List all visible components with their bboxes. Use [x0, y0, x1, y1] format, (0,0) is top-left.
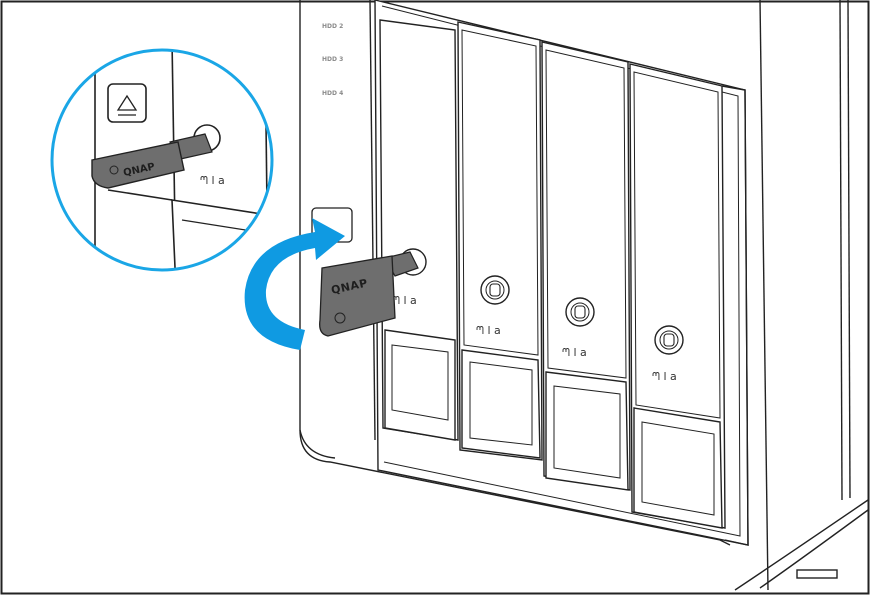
tray-2-lock[interactable]: ᘉ l a: [476, 275, 510, 337]
curved-arrow-icon: [244, 218, 345, 350]
tray-1-lock-symbols: ᘉ l a: [392, 294, 417, 307]
bay-frame-edge: [721, 85, 749, 546]
callout-key: [91, 141, 185, 189]
drive-tray-2[interactable]: [457, 21, 543, 461]
tray-3-lock-symbols: ᘉ l a: [562, 346, 587, 359]
eject-icon: [116, 94, 138, 111]
drive-tray-3[interactable]: [541, 41, 631, 491]
callout-lock-symbols: ᘉ l a: [200, 174, 225, 187]
hdd4-label: HDD 4: [322, 90, 343, 97]
tray-4-lock-symbols: ᘉ l a: [652, 370, 677, 383]
tray-4-lock[interactable]: ᘉ l a: [652, 325, 684, 383]
drive-tray-4[interactable]: [629, 63, 726, 529]
drive-tray-1[interactable]: [379, 19, 459, 441]
tray-3-lock[interactable]: ᘉ l a: [562, 297, 595, 359]
led-labels: HDD 2 HDD 3 HDD 4: [322, 23, 343, 97]
tray-2-lock-symbols: ᘉ l a: [476, 324, 501, 337]
hdd3-label: HDD 3: [322, 56, 343, 63]
hdd2-label: HDD 2: [322, 23, 343, 30]
magnified-callout: QNAP ᘉ l a: [50, 48, 274, 272]
callout-circle: [50, 48, 274, 272]
tray-key[interactable]: QNAP: [319, 251, 419, 337]
